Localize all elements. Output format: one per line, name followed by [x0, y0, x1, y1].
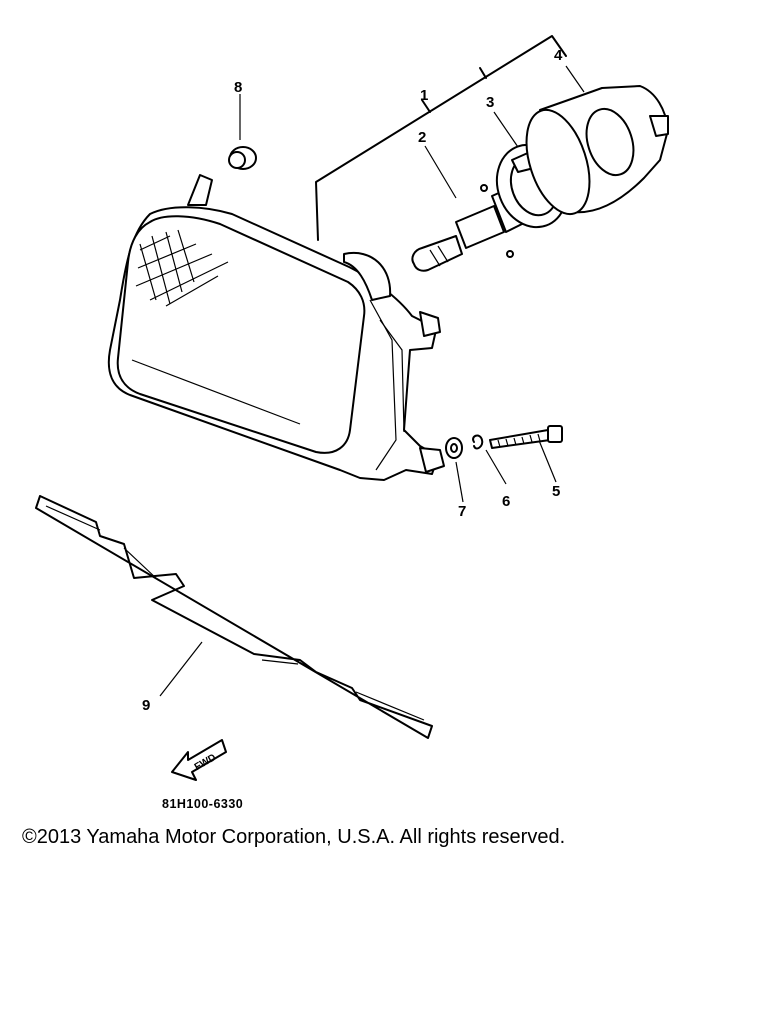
- copyright-notice: ©2013 Yamaha Motor Corporation, U.S.A. A…: [22, 826, 566, 848]
- callout-9: 9: [142, 697, 150, 714]
- part-6-spring-washer: [472, 434, 484, 450]
- part-7-nut: [445, 437, 463, 459]
- callout-7: 7: [458, 503, 466, 520]
- part-4-cover: [525, 85, 669, 216]
- callout-8: 8: [234, 79, 242, 96]
- diagram-code: 81H100-6330: [162, 797, 243, 811]
- callout-5: 5: [552, 483, 560, 500]
- headlight-housing: [107, 174, 445, 481]
- assembly-bracket-lines: [159, 35, 585, 697]
- callout-1: 1: [420, 87, 428, 104]
- forward-arrow-icon: FWD: [171, 739, 227, 781]
- callout-2: 2: [418, 129, 426, 146]
- callout-6: 6: [502, 493, 510, 510]
- part-5-screw: [489, 425, 563, 449]
- callout-4: 4: [554, 47, 563, 64]
- part-8-grommet: [228, 146, 257, 170]
- callout-3: 3: [486, 94, 494, 111]
- part-9-seal-strip: [35, 495, 433, 739]
